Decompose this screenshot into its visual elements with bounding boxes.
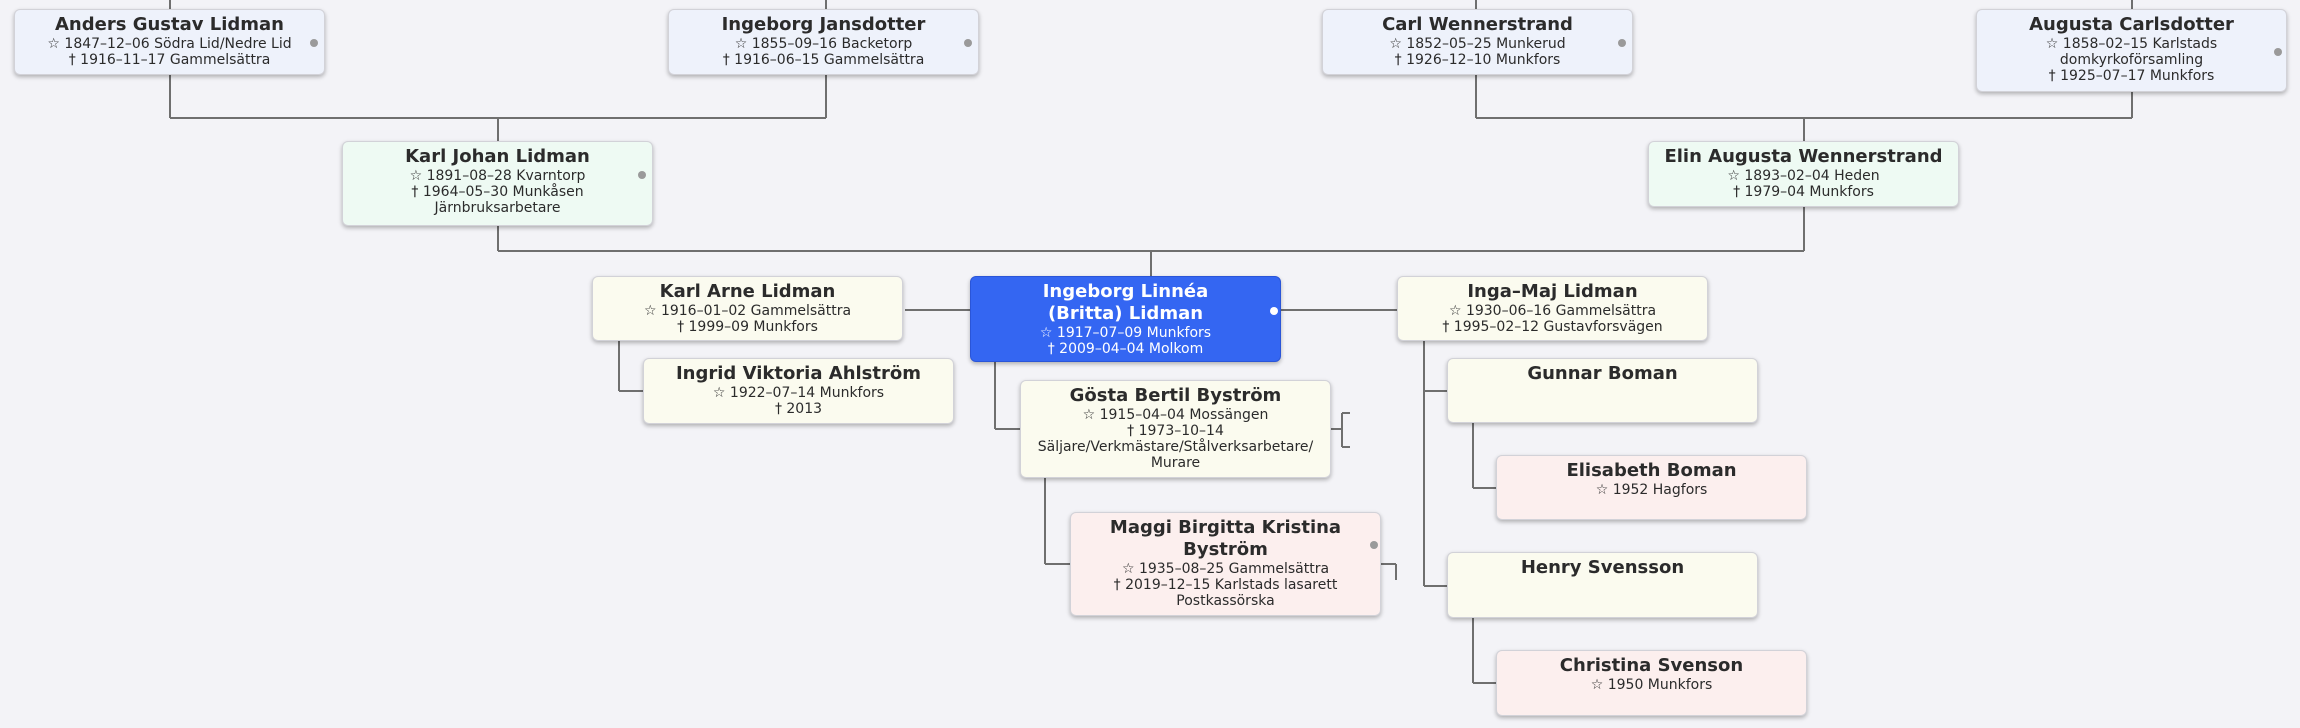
person-name: Carl Wennerstrand (1382, 14, 1573, 35)
person-name: Augusta Carlsdotter (2029, 14, 2234, 35)
person-name: Henry Svensson (1520, 557, 1685, 578)
death-info: † 2019–12–15 Karlstads lasarett (1113, 577, 1338, 593)
person-card-gosta-bertil-bystrom[interactable]: Gösta Bertil Byström ☆ 1915–04–04 Mossän… (1020, 380, 1331, 478)
birth-info: ☆ 1930–06–16 Gammelsättra (1448, 303, 1657, 319)
person-card-augusta-carlsdotter[interactable]: Augusta Carlsdotter ☆ 1858–02–15 Karlsta… (1976, 9, 2287, 92)
person-card-focus-ingeborg-linnea-lidman[interactable]: Ingeborg Linnéa (Britta) Lidman ☆ 1917–0… (970, 276, 1281, 362)
person-name: Elin Augusta Wennerstrand (1664, 146, 1943, 167)
expand-dot-icon[interactable] (2274, 48, 2282, 56)
birth-info: ☆ 1915–04–04 Mossängen (1082, 407, 1269, 423)
birth-info: ☆ 1950 Munkfors (1590, 677, 1713, 693)
person-card-ingeborg-jansdotter[interactable]: Ingeborg Jansdotter ☆ 1855–09–16 Backeto… (668, 9, 979, 75)
person-card-anders-gustav-lidman[interactable]: Anders Gustav Lidman ☆ 1847–12–06 Södra … (14, 9, 325, 75)
birth-info: ☆ 1917–07–09 Munkfors (1039, 325, 1212, 341)
occupation: Järnbruksarbetare (434, 200, 561, 216)
person-name: Ingeborg Jansdotter (721, 14, 926, 35)
person-name: Inga–Maj Lidman (1467, 281, 1638, 302)
expand-dot-icon[interactable] (638, 171, 646, 179)
person-name: Gösta Bertil Byström (1069, 385, 1282, 406)
occupation: Säljare/Verkmästare/Stålverksarbetare/ (1037, 439, 1314, 455)
expand-dot-icon[interactable] (1270, 307, 1278, 315)
person-name: Ingrid Viktoria Ahlström (675, 363, 921, 384)
death-info: † 1925–07–17 Munkfors (2048, 68, 2215, 84)
death-info: † 2013 (774, 401, 823, 417)
occupation-continued: Murare (1150, 455, 1201, 471)
person-card-ingrid-viktoria-ahlstrom[interactable]: Ingrid Viktoria Ahlström ☆ 1922–07–14 Mu… (643, 358, 954, 424)
person-card-carl-wennerstrand[interactable]: Carl Wennerstrand ☆ 1852–05–25 Munkerud … (1322, 9, 1633, 75)
birth-info: ☆ 1891–08–28 Kvarntorp (409, 168, 586, 184)
person-card-elisabeth-boman[interactable]: Elisabeth Boman ☆ 1952 Hagfors (1496, 455, 1807, 520)
person-name: Karl Arne Lidman (659, 281, 836, 302)
person-card-maggi-birgitta-kristina-bystrom[interactable]: Maggi Birgitta Kristina Byström ☆ 1935–0… (1070, 512, 1381, 616)
person-name: Gunnar Boman (1527, 363, 1678, 384)
death-info: † 1964–05–30 Munkåsen (411, 184, 584, 200)
expand-dot-icon[interactable] (310, 39, 318, 47)
birth-info: ☆ 1855–09–16 Backetorp (734, 36, 913, 52)
death-info: † 1973–10–14 (1127, 423, 1224, 439)
death-info: † 1926–12–10 Munkfors (1394, 52, 1561, 68)
person-name: Maggi Birgitta Kristina Byström (1109, 517, 1342, 560)
person-name: Elisabeth Boman (1566, 460, 1737, 481)
person-name: Ingeborg Linnéa (Britta) Lidman (1042, 281, 1209, 324)
death-info: † 1995–02–12 Gustavforsvägen (1442, 319, 1663, 335)
birth-info: ☆ 1935–08–25 Gammelsättra (1121, 561, 1330, 577)
expand-dot-icon[interactable] (964, 39, 972, 47)
birth-info: ☆ 1922–07–14 Munkfors (712, 385, 885, 401)
birth-info: ☆ 1847–12–06 Södra Lid/Nedre Lid (47, 36, 292, 52)
person-card-elin-augusta-wennerstrand[interactable]: Elin Augusta Wennerstrand ☆ 1893–02–04 H… (1648, 141, 1959, 207)
death-info: † 1916–06–15 Gammelsättra (722, 52, 925, 68)
expand-dot-icon[interactable] (1370, 541, 1378, 549)
person-name: Anders Gustav Lidman (55, 14, 284, 35)
death-info: † 1979–04 Munkfors (1733, 184, 1874, 200)
occupation: Postkassörska (1176, 593, 1275, 609)
birth-info: ☆ 1852–05–25 Munkerud (1389, 36, 1566, 52)
birth-info: ☆ 1893–02–04 Heden (1727, 168, 1880, 184)
birth-info: ☆ 1916–01–02 Gammelsättra (643, 303, 852, 319)
birth-info: ☆ 1952 Hagfors (1595, 482, 1708, 498)
death-info: † 1916–11–17 Gammelsättra (68, 52, 271, 68)
birth-place-continued: domkyrkoförsamling (2059, 52, 2204, 68)
person-card-henry-svensson[interactable]: Henry Svensson (1447, 552, 1758, 618)
death-info: † 1999–09 Munkfors (677, 319, 818, 335)
person-card-gunnar-boman[interactable]: Gunnar Boman (1447, 358, 1758, 423)
person-name: Karl Johan Lidman (405, 146, 590, 167)
person-name: Christina Svenson (1559, 655, 1744, 676)
birth-info: ☆ 1858–02–15 Karlstads (2045, 36, 2218, 52)
person-card-karl-arne-lidman[interactable]: Karl Arne Lidman ☆ 1916–01–02 Gammelsätt… (592, 276, 903, 341)
person-card-inga-maj-lidman[interactable]: Inga–Maj Lidman ☆ 1930–06–16 Gammelsättr… (1397, 276, 1708, 341)
person-card-christina-svenson[interactable]: Christina Svenson ☆ 1950 Munkfors (1496, 650, 1807, 716)
expand-dot-icon[interactable] (1618, 39, 1626, 47)
death-info: † 2009–04–04 Molkom (1047, 341, 1204, 357)
person-card-karl-johan-lidman[interactable]: Karl Johan Lidman ☆ 1891–08–28 Kvarntorp… (342, 141, 653, 226)
